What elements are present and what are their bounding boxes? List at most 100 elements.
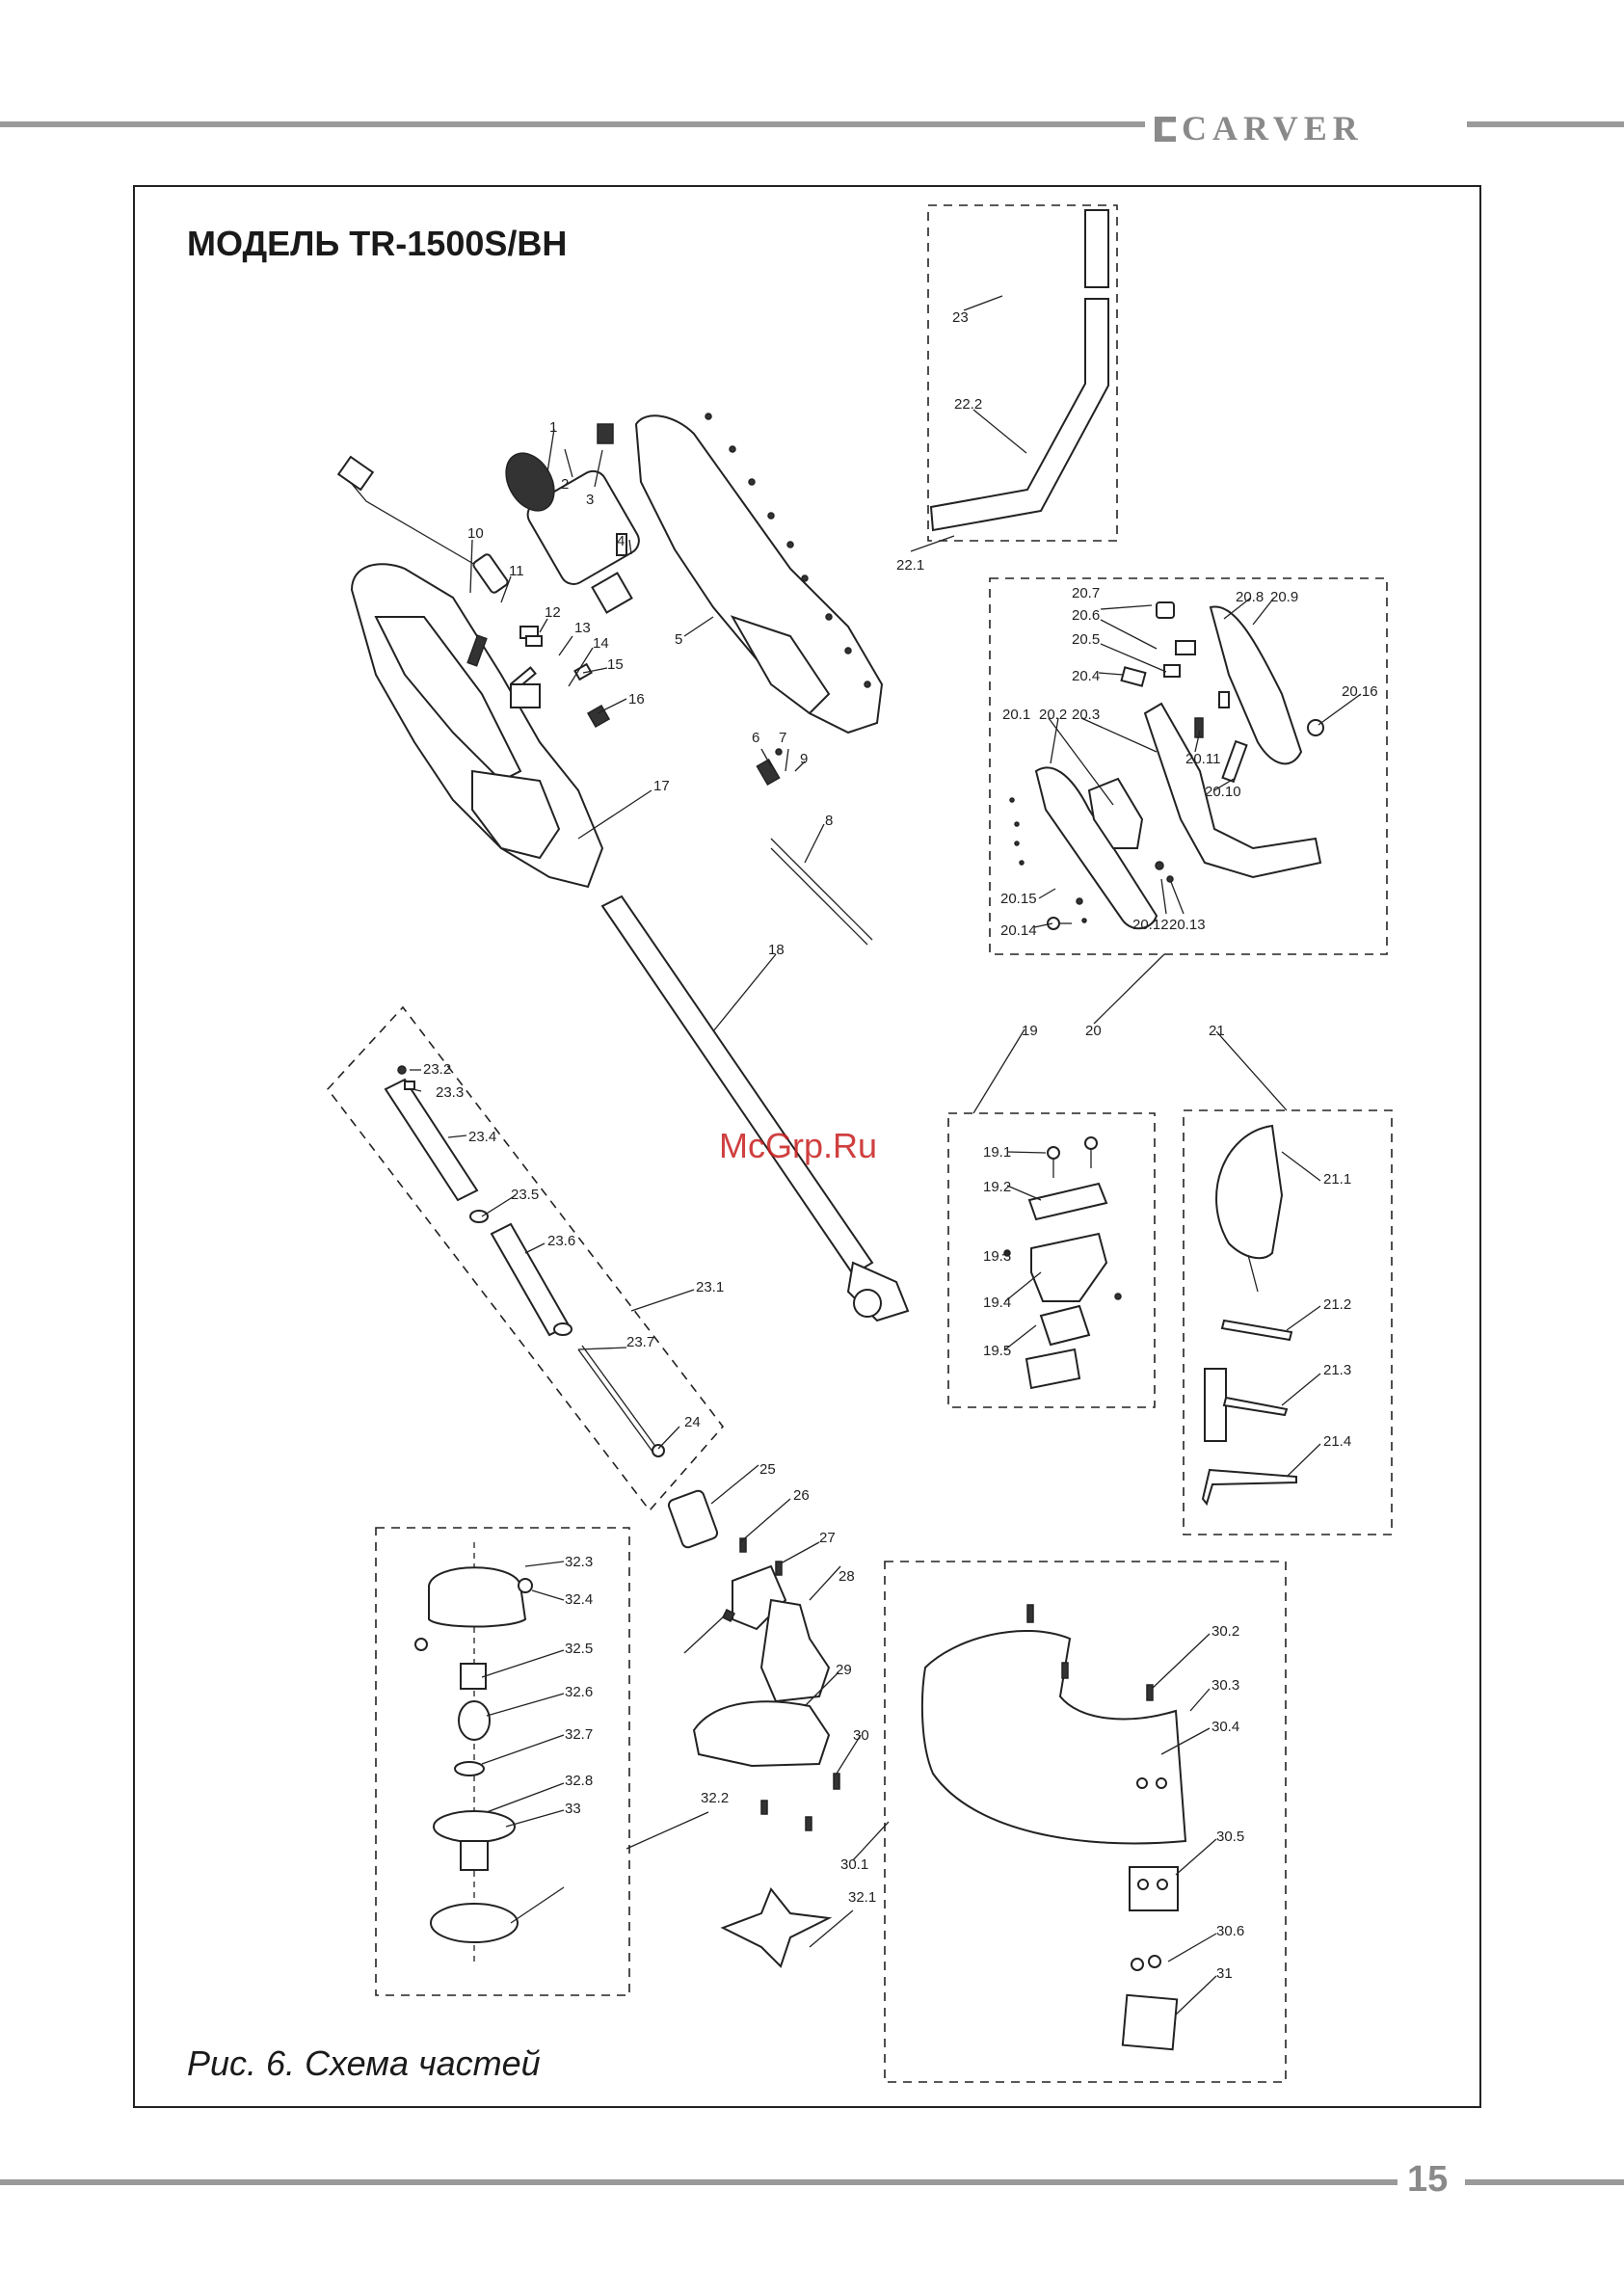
label-26: 27 <box>819 1530 836 1546</box>
label-20-11: 20.11 <box>1185 751 1220 767</box>
gearhead-parts <box>667 1489 840 1968</box>
label-23-2: 23.3 <box>436 1084 464 1101</box>
group-20-box <box>989 577 1388 955</box>
label-21-1: 21.1 <box>1323 1171 1351 1188</box>
label-32-6: 32.8 <box>565 1773 593 1789</box>
label-20-13: 20.13 <box>1169 917 1206 933</box>
group-30-parts <box>920 1604 1187 2051</box>
group-23-parts <box>384 1065 665 1457</box>
label-10: 10 <box>467 525 484 542</box>
label-1: 1 <box>549 419 557 436</box>
label-32: 32.2 <box>701 1790 729 1806</box>
page-title: МОДЕЛЬ TR-1500S/BH <box>187 224 568 263</box>
label-20-10: 20.10 <box>1205 784 1241 800</box>
label-16: 16 <box>628 691 645 707</box>
label-32-4: 32.6 <box>565 1684 593 1700</box>
label-22-1: 22.2 <box>954 396 982 413</box>
wire-harness-8 <box>770 838 873 946</box>
label-4: 4 <box>617 533 625 549</box>
label-31: 32.1 <box>848 1889 876 1906</box>
group-19-box <box>947 1112 1156 1408</box>
small-parts-upper <box>466 423 781 787</box>
label-2: 2 <box>561 476 569 493</box>
label-19: 19 <box>1022 1023 1038 1039</box>
label-23-7: 24 <box>684 1414 701 1430</box>
label-27: 28 <box>839 1568 855 1585</box>
group-23-box <box>326 1005 725 1512</box>
label-19-3: 19.3 <box>983 1248 1011 1265</box>
label-7: 7 <box>779 730 786 746</box>
label-19-5: 19.5 <box>983 1343 1011 1359</box>
label-23-4: 23.5 <box>511 1187 539 1203</box>
group-19-parts <box>1003 1136 1122 1390</box>
label-20-9: 20.9 <box>1270 589 1298 605</box>
shaft-tube-18 <box>600 894 910 1322</box>
diagram-frame <box>133 185 1481 2108</box>
label-30-1: 30.2 <box>1211 1623 1239 1640</box>
label-8: 8 <box>825 813 833 829</box>
label-29: 30 <box>853 1727 869 1744</box>
figure-caption: Рис. 6. Схема частей <box>187 2043 541 2083</box>
label-21: 21 <box>1209 1023 1225 1039</box>
label-32-1: 32.3 <box>565 1554 593 1570</box>
label-23-3: 23.4 <box>468 1129 496 1145</box>
label-12: 12 <box>545 604 561 621</box>
group-20-parts <box>1009 601 1324 930</box>
group-30-box <box>884 1561 1287 2083</box>
label-6: 6 <box>752 730 759 746</box>
label-24: 25 <box>759 1461 776 1478</box>
label-13: 13 <box>574 620 591 636</box>
label-28: 29 <box>836 1662 852 1678</box>
label-20-6: 20.6 <box>1072 607 1100 624</box>
label-20-16: 20.16 <box>1342 683 1378 700</box>
label-14: 14 <box>593 635 609 652</box>
label-19-2: 19.2 <box>983 1179 1011 1195</box>
label-20-1: 20.1 <box>1002 707 1030 723</box>
label-22-2: 23 <box>952 309 969 326</box>
label-9: 9 <box>800 751 808 767</box>
brand-logo: CARVER <box>1155 108 1364 148</box>
label-30: 30.1 <box>840 1856 868 1873</box>
footer-rule-left <box>0 2179 1398 2185</box>
label-3: 3 <box>586 492 594 508</box>
label-20-4: 20.4 <box>1072 668 1100 684</box>
group-32-box <box>375 1527 630 1996</box>
header-rule-right <box>1467 121 1624 127</box>
group-32-parts <box>414 1542 533 1966</box>
leader-lines <box>410 295 1362 2016</box>
power-cord-10 <box>336 455 509 594</box>
label-32-5: 32.7 <box>565 1726 593 1743</box>
motor-housing-left-half <box>350 563 604 889</box>
label-20-15: 20.15 <box>1000 891 1037 907</box>
footer-rule-right <box>1465 2179 1624 2185</box>
label-20-3: 20.3 <box>1072 707 1100 723</box>
label-11: 11 <box>509 563 524 579</box>
page-number: 15 <box>1407 2159 1449 2200</box>
watermark: McGrp.Ru <box>719 1126 878 1165</box>
label-5: 5 <box>675 631 682 648</box>
label-19-4: 19.4 <box>983 1295 1011 1311</box>
label-18: 18 <box>768 942 785 958</box>
header-rule-left <box>0 121 1145 127</box>
brand-name: CARVER <box>1182 109 1364 147</box>
label-20: 20 <box>1085 1023 1102 1039</box>
part-labels: 23 22.2 22.1 1 2 3 4 5 10 11 12 13 14 15… <box>423 309 1378 1982</box>
label-22: 22.1 <box>896 557 924 574</box>
label-30-2: 30.3 <box>1211 1677 1239 1694</box>
label-17: 17 <box>653 778 670 794</box>
label-25: 26 <box>793 1487 810 1504</box>
label-30-6: 31 <box>1216 1965 1233 1982</box>
label-20-2: 20.2 <box>1039 707 1067 723</box>
label-15: 15 <box>607 656 624 673</box>
label-20-12: 20.12 <box>1132 917 1169 933</box>
label-20-14: 20.14 <box>1000 922 1037 939</box>
handle-tube-22 <box>929 209 1109 532</box>
motor-1 <box>505 452 640 614</box>
group-21-parts <box>1201 1124 1297 1507</box>
label-23-6: 23.7 <box>626 1334 654 1350</box>
screws-housing <box>705 413 871 756</box>
label-20-5: 20.5 <box>1072 631 1100 648</box>
label-21-2: 21.2 <box>1323 1296 1351 1313</box>
group-21-box <box>1183 1109 1393 1535</box>
